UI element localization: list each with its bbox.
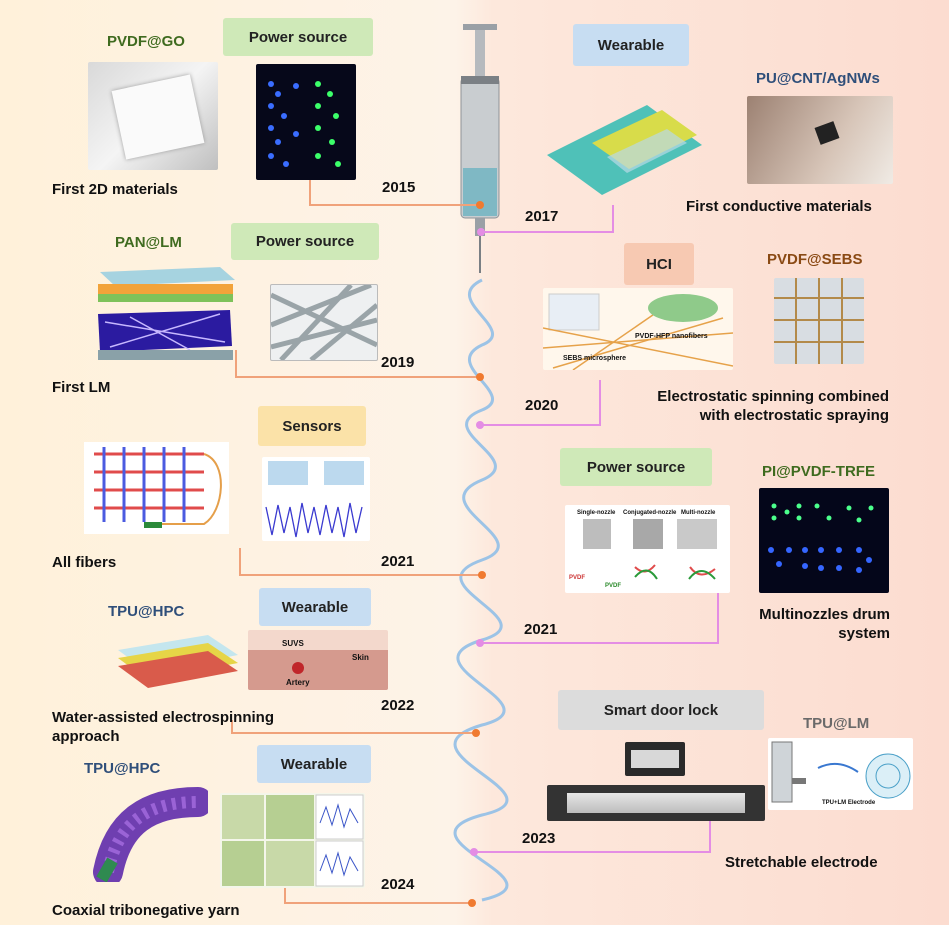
connector-2021-left [239,548,482,576]
year-label: 2020 [525,397,559,414]
signal-chart-image [262,457,370,541]
material-label: TPU@HPC [84,760,161,777]
electrode-small-photo [625,742,685,776]
year-label: 2017 [525,208,559,225]
milestone-caption: Water-assisted electrospinning approach [52,709,274,745]
year-label: 2021 [524,621,558,638]
category-tag: Wearable [257,745,371,783]
nanofiber-label: PVDF-HFP nanofibers [635,333,708,340]
milestone-caption: Coaxial tribonegative yarn [52,902,240,919]
milestone-caption: Electrostatic spinning combined with ele… [657,388,889,424]
door-lock-schematic: TPU+LM Electrode [768,738,913,810]
connector-2023 [474,815,711,853]
material-label: TPU@LM [803,715,870,732]
dot-2021-left [478,571,486,579]
category-tag: Power source [223,18,373,56]
milestone-caption: First conductive materials [686,198,872,215]
category-tag: Wearable [259,588,371,626]
film-photo [88,62,218,170]
nozzle-label: Multi-nozzle [681,510,716,516]
connector-2021-right [480,590,719,644]
pvdf-label: PVDF [605,583,621,589]
nozzle-diagram: Single-nozzle Conjugated-nozzle Multi-no… [565,505,730,593]
electrode-label: TPU+LM Electrode [822,800,876,806]
dot-2023 [470,848,478,856]
material-label: PVDF@SEBS [767,251,863,268]
connector-2022 [231,720,475,734]
layered-film-illustration [118,635,238,688]
dot-2020 [476,421,484,429]
year-label: 2024 [381,876,415,893]
stretched-electrode-photo [547,785,765,821]
material-label: PI@PVDF-TRFE [762,463,875,480]
dot-2017 [477,228,485,236]
category-tag: Smart door lock [558,690,764,730]
year-label: 2015 [382,179,416,196]
category-tag: Power source [560,448,712,486]
category-tag: Power source [231,223,379,260]
fiber-network-image [270,284,378,361]
milestone-caption: First LM [52,379,111,396]
milestone-caption: Stretchable electrode [725,854,878,871]
material-label: TPU@HPC [108,603,185,620]
skin-artery-illustration: Artery SUVS Skin [248,630,388,690]
microsphere-label: SEBS microsphere [563,355,626,362]
dot-2022 [472,729,480,737]
wrist-device-photo [747,96,893,184]
year-label: 2021 [381,553,415,570]
connector-2019 [235,350,480,378]
led-display-photo [759,488,889,593]
nozzle-label: Single-nozzle [577,510,616,516]
artery-label: Artery [286,678,310,687]
pvdf-label: PVDF [569,575,585,581]
timeline-dots [468,201,486,907]
connector-2020 [480,380,601,426]
textile-illustration [547,105,702,195]
dot-2021-right [476,639,484,647]
material-label: PAN@LM [115,234,182,251]
woven-fiber-illustration [84,442,229,534]
milestone-caption: All fibers [52,554,117,571]
category-tag: Wearable [573,24,689,66]
material-label: PVDF@GO [107,33,185,50]
nanofiber-illustration: PVDF-HFP nanofibers SEBS microsphere [543,288,733,370]
nozzle-label: Conjugated-nozzle [623,510,677,516]
led-array-photo [256,64,356,180]
milestone-caption: First 2D materials [52,181,178,198]
year-label: 2023 [522,830,556,847]
coaxial-yarn-illustration [93,787,208,882]
connector-2015 [309,180,480,206]
helix-coil [453,278,509,902]
skin-label: Skin [352,653,369,662]
timeline-dots-right [470,228,485,856]
dot-2019 [476,373,484,381]
year-label: 2019 [381,354,415,371]
material-label: PU@CNT/AgNWs [756,70,880,87]
category-tag: HCI [624,243,694,285]
connector-2017 [481,205,614,233]
year-label: 2022 [381,697,415,714]
milestone-caption: Multinozzles drum system [759,606,890,642]
layered-device-illustration [98,267,235,360]
category-tag: Sensors [258,406,366,446]
sport-monitoring-collage [220,793,365,888]
dot-2015 [476,201,484,209]
fabric-grid-photo [774,278,864,364]
dot-2024 [468,899,476,907]
suvs-label: SUVS [282,639,304,648]
